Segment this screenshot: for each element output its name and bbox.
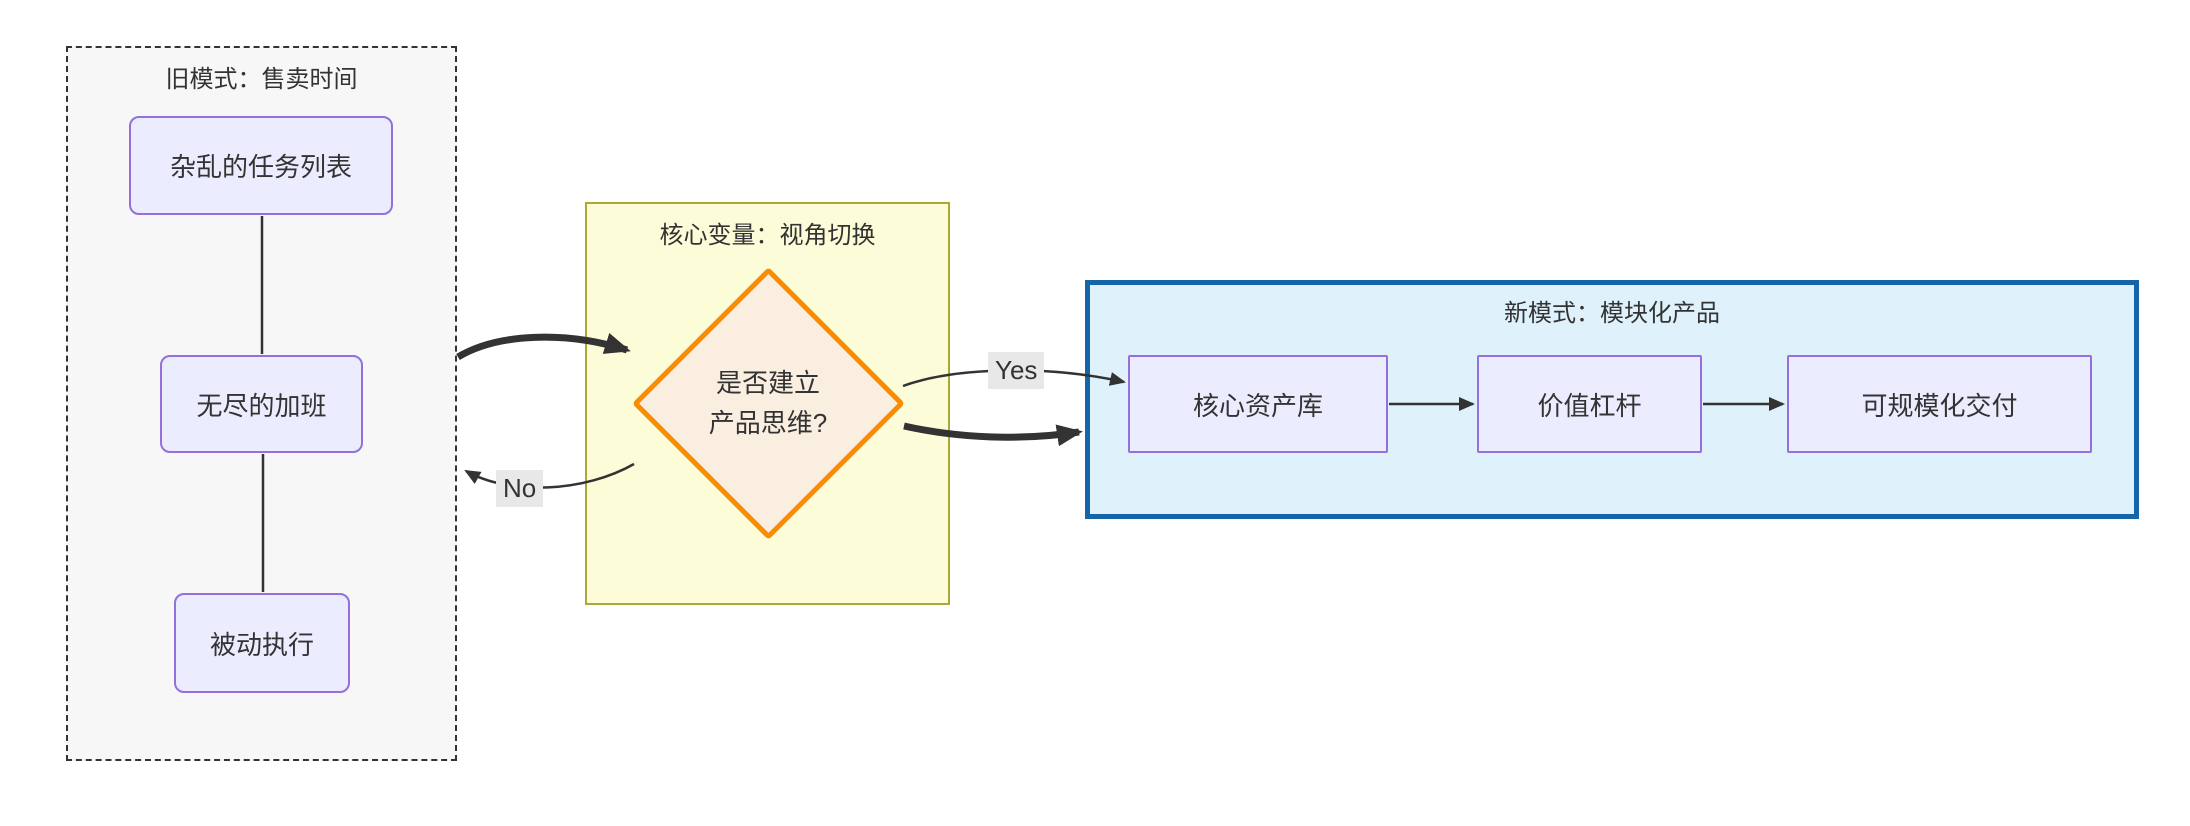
decision-label: 是否建立 产品思维? — [668, 363, 868, 444]
decision-label-line1: 是否建立 — [715, 368, 820, 398]
edge-label-no: No — [496, 470, 544, 508]
old-model-title: 旧模式：售卖时间 — [165, 66, 358, 93]
node-core-asset-library: 核心资产库 — [1128, 355, 1388, 453]
decision-label-line2: 产品思维? — [708, 408, 828, 439]
node-value-leverage: 价值杠杆 — [1477, 355, 1702, 453]
node-endless-overtime: 无尽的加班 — [160, 355, 363, 453]
edge-old-to-decision-thick — [456, 332, 631, 361]
edge-decision-to-new-thick — [903, 422, 1083, 447]
edge-label-yes: Yes — [988, 352, 1045, 390]
node-passive-execution: 被动执行 — [174, 593, 350, 693]
node-scalable-delivery: 可规模化交付 — [1787, 355, 2092, 453]
edge-decision-no-to-old — [464, 462, 635, 489]
pivot-title: 核心变量：视角切换 — [659, 222, 876, 249]
new-model-title: 新模式：模块化产品 — [1504, 300, 1720, 327]
node-messy-task-list: 杂乱的任务列表 — [129, 116, 393, 215]
